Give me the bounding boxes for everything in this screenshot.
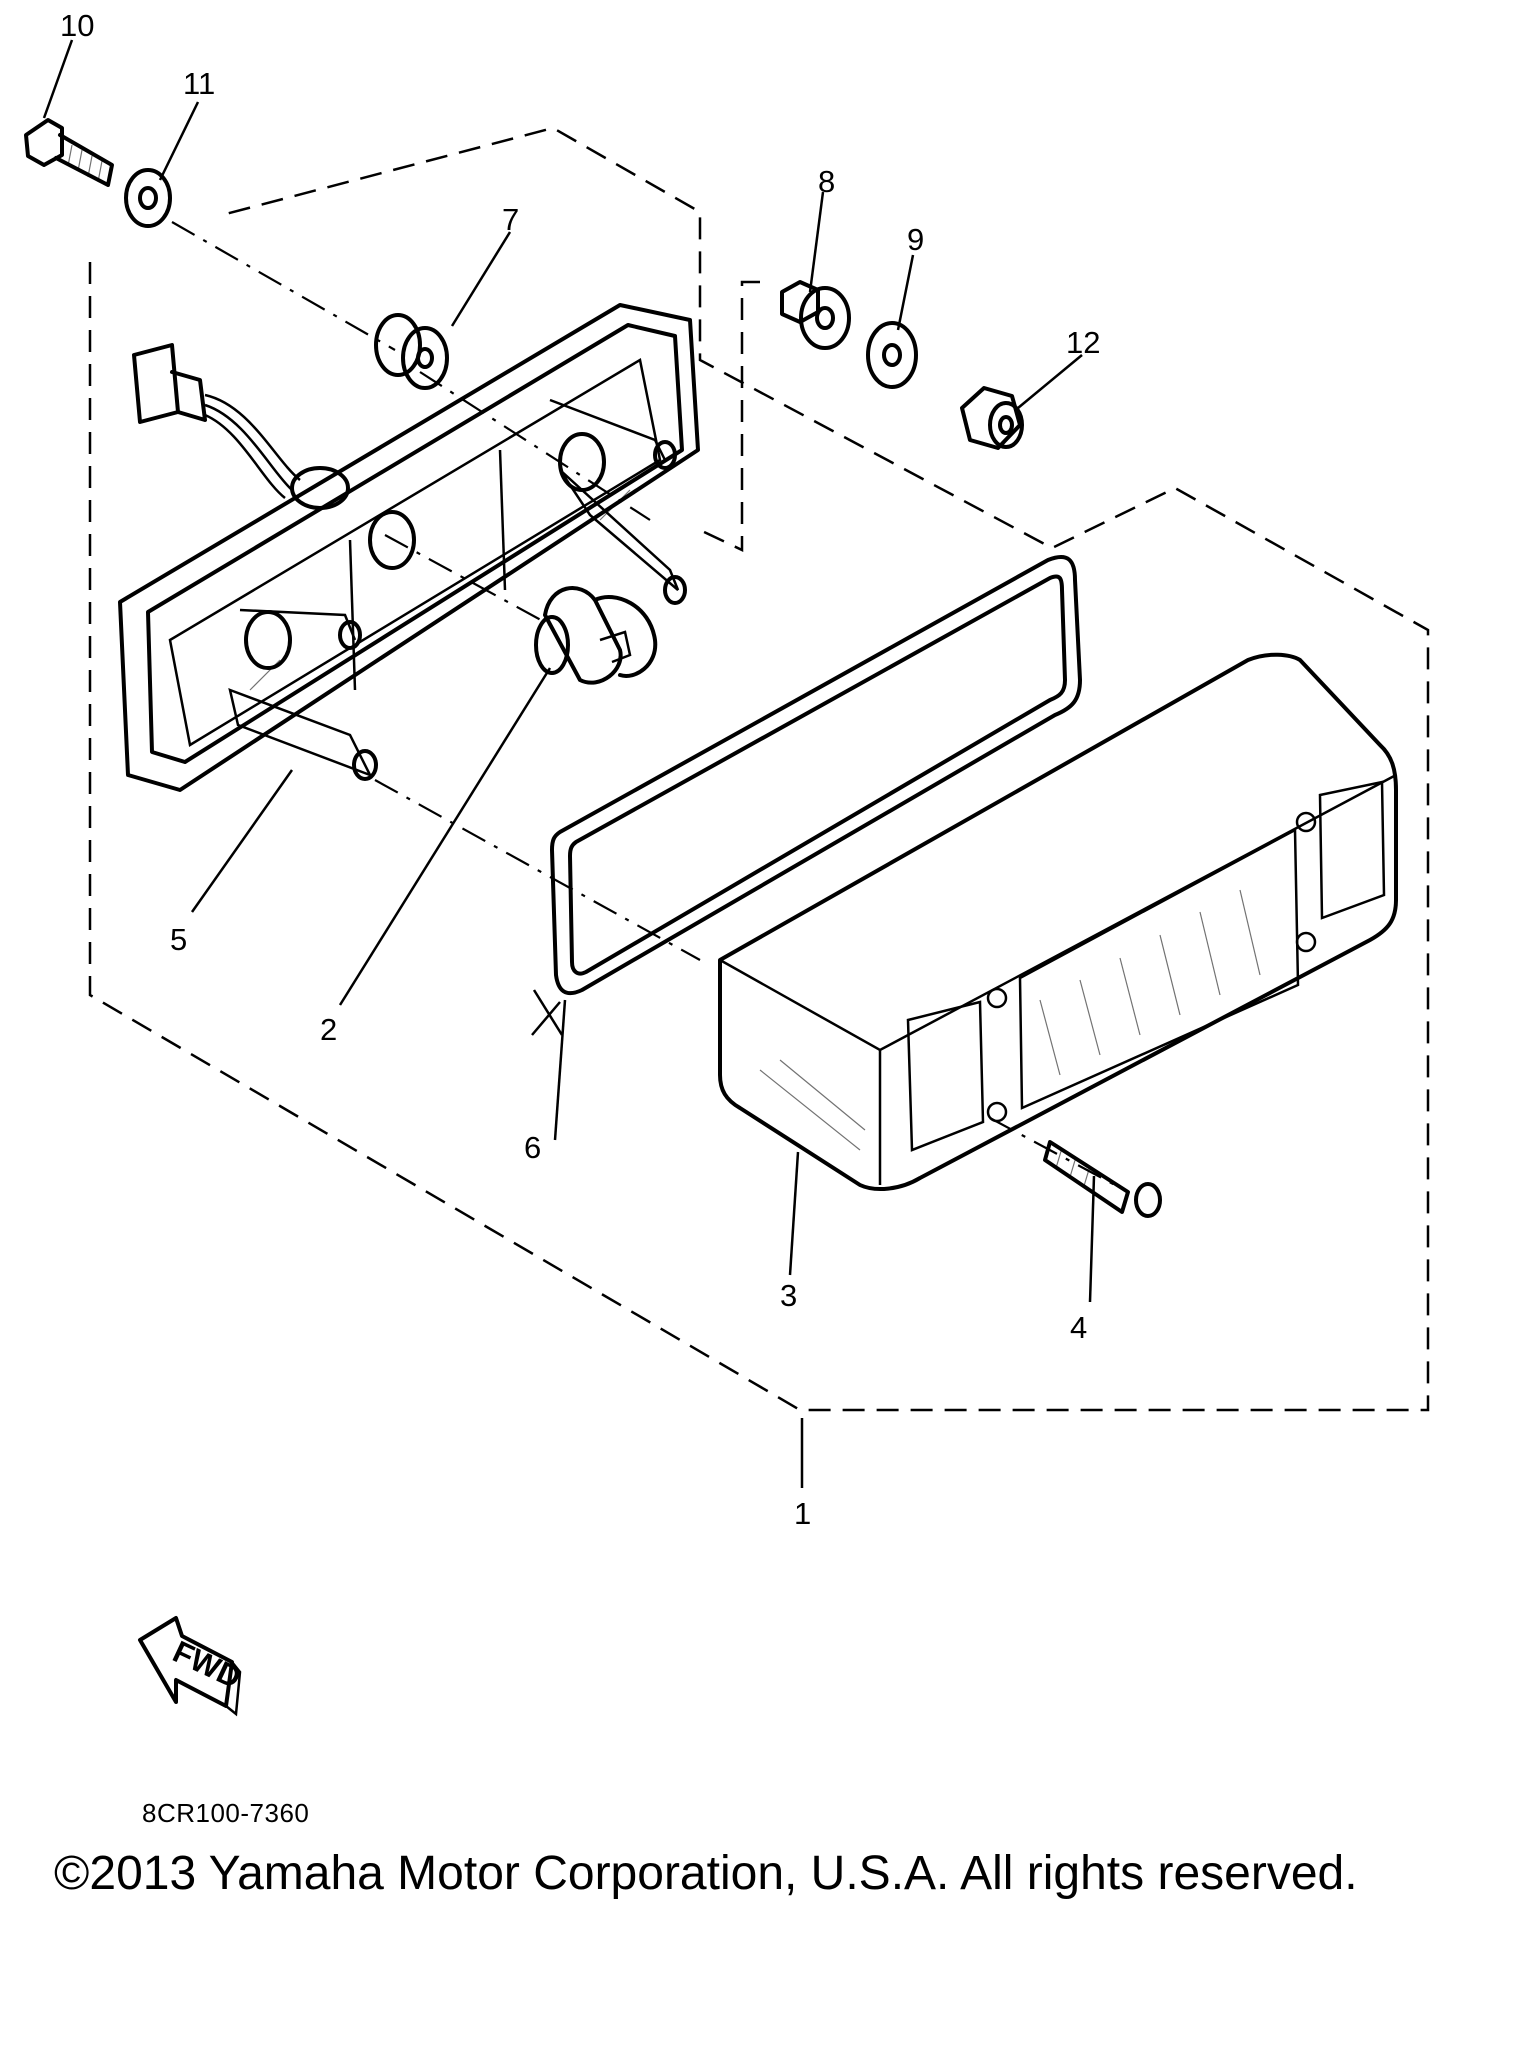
bulb-part-2 — [534, 586, 658, 685]
callout-7: 7 — [502, 202, 519, 237]
callout-11: 11 — [183, 66, 215, 101]
fwd-arrow-icon: FWD — [138, 1616, 247, 1717]
callout-8: 8 — [818, 164, 835, 199]
grommet-part-7 — [374, 313, 449, 390]
washer-part-9 — [866, 321, 918, 389]
copyright-notice: ©2013 Yamaha Motor Corporation, U.S.A. A… — [54, 1847, 1358, 1900]
callout-3: 3 — [780, 1278, 797, 1313]
callout-9: 9 — [907, 222, 924, 257]
lens-part-3 — [718, 652, 1398, 1191]
lamp-base-part-5 — [118, 303, 700, 792]
callout-4: 4 — [1070, 1310, 1087, 1345]
gasket-part-6 — [550, 554, 1082, 996]
callout-1: 1 — [794, 1496, 811, 1531]
collar-part-8 — [780, 280, 851, 350]
callout-6: 6 — [524, 1130, 541, 1165]
callout-numbers: 10 11 7 8 9 12 5 2 6 3 4 1 — [60, 8, 1100, 1531]
callout-12: 12 — [1066, 325, 1100, 360]
diagram-code: 8CR100-7360 — [142, 1798, 310, 1828]
callout-5: 5 — [170, 922, 187, 957]
nut-part-12 — [960, 386, 1024, 450]
assembly-boundary — [88, 126, 1430, 1412]
callout-2: 2 — [320, 1012, 337, 1047]
callout-10: 10 — [60, 8, 94, 43]
flange-bolt-part-10 — [24, 118, 114, 187]
fwd-label: FWD — [168, 1634, 247, 1696]
screw-part-4 — [1043, 1140, 1162, 1218]
washer-part-11 — [124, 168, 172, 228]
callout-leaders — [42, 39, 1096, 1488]
